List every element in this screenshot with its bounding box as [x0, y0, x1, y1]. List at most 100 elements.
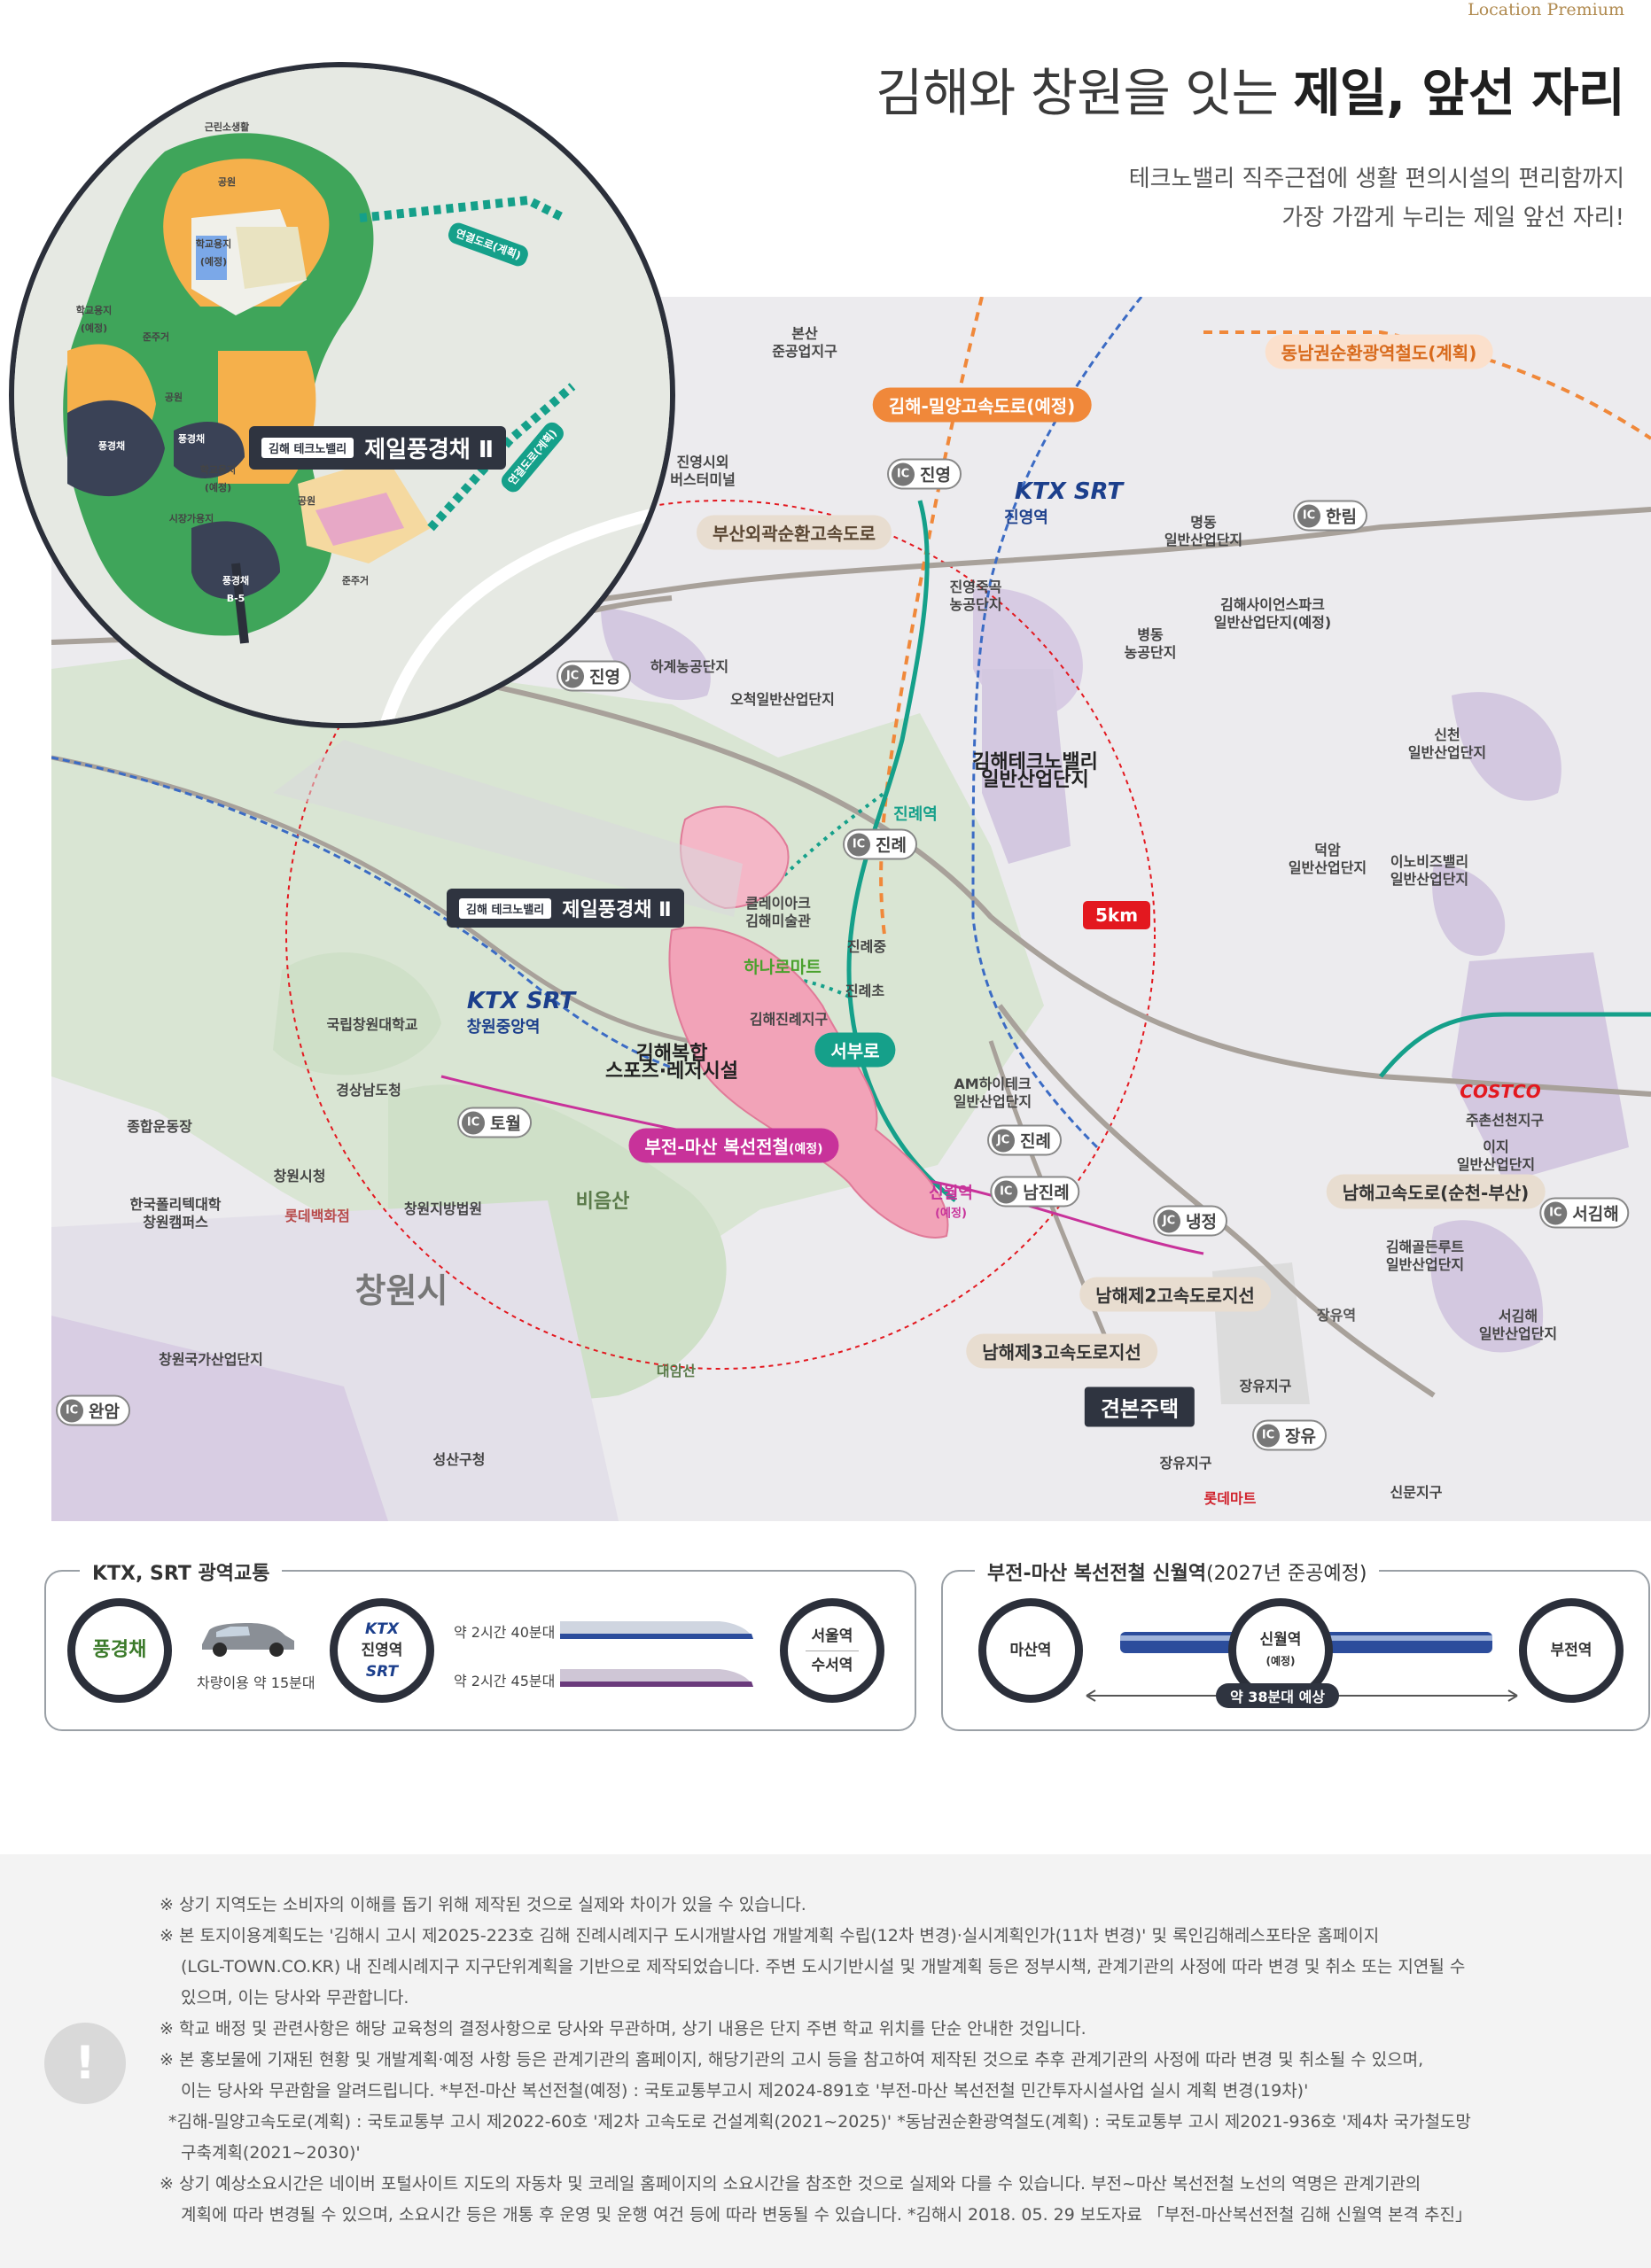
hub-name: 진영역: [361, 1642, 403, 1659]
label-sinmun: 신문지구: [1390, 1484, 1443, 1501]
namhae3-badge: 남해제3고속도로지선: [966, 1333, 1157, 1369]
sinwol-station: 신월역(예정): [929, 1184, 973, 1221]
notice-line: *김해-밀양고속도로(계획) : 국토교통부 고시 제2022-60호 '제2차…: [168, 2112, 1471, 2132]
project-small-label: 김해 테크노밸리: [459, 897, 552, 919]
changwon-station: 창원중앙역: [466, 1018, 541, 1037]
ic-icon: IC: [462, 1111, 486, 1134]
label-lotte-mart: 롯데마트: [1203, 1490, 1257, 1507]
label-clayarch: 클레이아크 김해미술관: [745, 895, 811, 929]
model-house-badge: 견본주택: [1084, 1386, 1195, 1427]
radius-badge: 5km: [1083, 901, 1151, 929]
jc-icon: JC: [1157, 1209, 1181, 1232]
srt-time: 약 2시간 45분대: [454, 1673, 556, 1689]
ktx-train-icon: [560, 1621, 753, 1639]
notice-line: ※ 본 홍보물에 기재된 현황 및 개발계획·예정 사항 등은 관계기관의 홈페…: [160, 2050, 1424, 2070]
location-map: 동남권순환광역철도(계획) 김해-밀양고속도로(예정) 부산외곽순환고속도로 부…: [51, 297, 1651, 1521]
label-national-univ: 국립창원대학교: [326, 1016, 418, 1033]
label-jinyeong-juk: 진영죽곡 농공단지: [949, 579, 1002, 613]
label-myeongdong: 명동 일반산업단지: [1164, 514, 1243, 548]
ic-icon: IC: [1297, 504, 1321, 527]
jc-icon: JC: [561, 664, 585, 687]
inset-park-1: 공원: [217, 176, 237, 188]
notice-line: ※ 학교 배정 및 관련사항은 해당 교육청의 결정사항으로 당사와 무관하며,…: [160, 2019, 1086, 2039]
label-sports-complex: 종합운동장: [127, 1118, 192, 1135]
label-jinyeong-bus: 진영시외 버스터미널: [670, 454, 736, 488]
label-ocheok: 오척일반산업단지: [730, 691, 835, 708]
label-golden-root: 김해골든루트 일반산업단지: [1385, 1239, 1465, 1273]
jangyu-station: 장유역: [1316, 1307, 1357, 1324]
srt-train-icon: [560, 1669, 753, 1687]
hub-brand-1: KTX: [365, 1620, 399, 1638]
site-plan-drawing: [14, 67, 670, 723]
hub-brand-2: SRT: [365, 1663, 399, 1681]
notice-line: 이는 당사와 무관함을 알려드립니다. *부전-마산 복선전철(예정) : 국토…: [181, 2081, 1309, 2101]
label-science-park: 김해사이언스파크 일반산업단지(예정): [1213, 596, 1332, 631]
label-seongsan: 성산구청: [432, 1451, 486, 1468]
inset-project-name: 제일풍경채 Ⅱ: [364, 437, 495, 463]
label-hanaro: 하나로마트: [744, 958, 822, 977]
inset-pungkyung-1: 풍경채: [97, 440, 126, 452]
inset-project-small: 김해 테크노밸리: [261, 438, 354, 458]
notice-line: 있으며, 이는 당사와 무관합니다.: [181, 1988, 409, 2008]
masan-ring: 마산역: [978, 1598, 1083, 1703]
title-light: 김해와 창원을 잇는: [876, 63, 1279, 123]
label-court: 창원지방법원: [403, 1200, 483, 1217]
label-jangyu-district: 장유지구: [1239, 1378, 1292, 1394]
hub-ring: KTX 진영역 SRT: [330, 1598, 434, 1703]
ic-icon: IC: [994, 1180, 1018, 1203]
label-bonsan: 본산 준공업지구: [772, 325, 837, 360]
bujeon-masan-box-title: 부전-마산 복선전철 신월역(2027년 준공예정): [975, 1557, 1380, 1586]
label-jinrye-middle: 진례중: [846, 938, 887, 955]
label-lotte-dept: 롯데백화점: [284, 1208, 350, 1224]
bujeon-masan-label: 부전-마산 복선전철: [644, 1136, 789, 1158]
dest-1: 서울역: [811, 1627, 853, 1645]
label-innobiz: 이노비즈밸리 일반산업단지: [1390, 853, 1469, 888]
outer-ring-badge: 부산외곽순환고속도로: [697, 515, 892, 550]
label-sincheon: 신천 일반산업단지: [1407, 726, 1487, 761]
label-seogimhae-ind: 서김해 일반산업단지: [1478, 1308, 1558, 1342]
seobu-badge: 서부로: [814, 1032, 896, 1068]
ktx-srt-changwon-logo: KTX SRT: [466, 988, 576, 1014]
notice-line: 구축계획(2021~2030)': [181, 2143, 361, 2163]
info-icon: !: [44, 2023, 126, 2104]
inset-industrial: 근린소생활: [204, 121, 250, 133]
page-subtitle: 테크노밸리 직주근접에 생활 편의시설의 편리함까지 가장 가깝게 누리는 제일…: [1129, 159, 1624, 237]
project-nameplate: 김해 테크노밸리 제일풍경채 Ⅱ: [447, 889, 684, 928]
title-bold: 제일, 앞선 자리: [1293, 63, 1625, 123]
label-gyeongnam: 경상남도청: [336, 1082, 401, 1099]
notice-line: (LGL-TOWN.CO.KR) 내 진례시례지구 지구단위계획을 기반으로 제…: [181, 1957, 1466, 1977]
namhae-badge: 남해고속도로(순천-부산): [1326, 1174, 1546, 1209]
label-juchon: 주촌선천지구: [1465, 1112, 1545, 1129]
bujeon-masan-suffix: (예정): [788, 1142, 823, 1157]
subtitle-line-1: 테크노밸리 직주근접에 생활 편의시설의 편리함까지: [1128, 166, 1624, 192]
origin-ring: 풍경채: [67, 1598, 172, 1703]
label-iji: 이지 일반산업단지: [1456, 1138, 1536, 1173]
ktx-srt-box: KTX, SRT 광역교통 풍경채 차량이용 약 15분대 KTX 진영역 SR…: [44, 1557, 916, 1731]
inset-project-nameplate: 김해 테크노밸리 제일풍경채 Ⅱ: [249, 426, 507, 470]
ktx-srt-box-title: KTX, SRT 광역교통: [80, 1557, 283, 1586]
ktx-srt-jinyeong-logo: KTX SRT: [1014, 478, 1124, 505]
label-jinrye-district: 김해진례지구: [749, 1011, 829, 1028]
label-bieumsan: 비음산: [575, 1191, 630, 1213]
car-icon: [202, 1623, 294, 1657]
label-leisure: 김해복합 스포츠·레저시설: [604, 1043, 739, 1083]
label-jangyu-district-2: 장유지구: [1159, 1455, 1212, 1472]
inset-market: 시장가용지: [168, 513, 214, 524]
label-technovalley: 김해테크노밸리 일반산업단지: [972, 751, 1098, 791]
label-daeamsan: 대암산: [656, 1363, 697, 1379]
label-polytech: 한국폴리텍대학 창원캠퍼스: [129, 1196, 222, 1231]
inset-school-2: 학교용지 (예정): [75, 305, 113, 334]
metro-rail-planned-badge: 동남권순환광역철도(계획): [1265, 334, 1493, 369]
sinwol-note: (예정): [1266, 1655, 1296, 1667]
label-am-hitech: AM하이테크 일반산업단지: [953, 1076, 1032, 1110]
inset-park-2: 공원: [164, 392, 183, 403]
notice-line: ※ 상기 예상소요시간은 네이버 포털사이트 지도의 자동차 및 코레일 홈페이…: [160, 2174, 1421, 2194]
